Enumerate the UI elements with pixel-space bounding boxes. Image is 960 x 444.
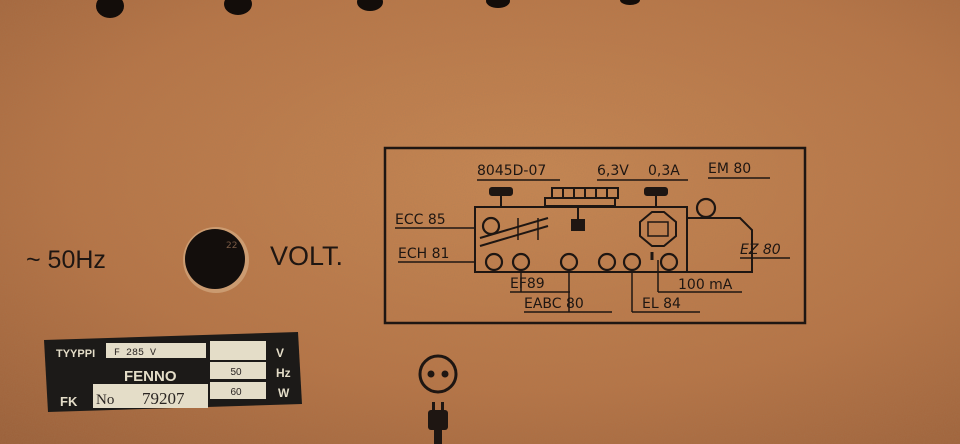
label-ech81: ECH 81 [398,246,449,262]
frequency-label: ~ 50Hz [26,246,106,274]
power-cell [210,382,266,399]
frequency-value: 50 [230,367,242,378]
type-label: TYYPPI [56,348,95,360]
label-ez80: EZ 80 [740,242,781,258]
label-el84: EL 84 [642,296,681,312]
type-cell [106,343,206,358]
rating-plate: TYYPPI F 285 V FENNO FK No 79207 50 60 V… [44,332,302,412]
brand-label: FENNO [124,368,177,385]
power-socket-icon [418,354,458,394]
number-label: No [96,392,114,408]
selector-number: 22 [226,241,237,251]
label-ecc85: ECC 85 [395,212,446,228]
label-ef89: EF89 [510,276,545,292]
power-unit: W [278,386,290,400]
serial-prefix: FK [60,394,78,409]
frequency-cell [210,362,266,379]
frequency-unit: Hz [276,366,291,380]
label-100ma: 100 mA [678,277,733,293]
voltage-cell [210,341,266,360]
power-value: 60 [230,387,242,398]
tube-layout-diagram: 8045D-07 6,3V 0,3A EM 80 ECC 85 ECH 81 [383,146,807,325]
label-8045d: 8045D-07 [477,163,546,179]
voltage-selector-hole[interactable]: 22 [183,227,249,293]
label-eabc80: EABC 80 [524,296,584,312]
power-plug-icon [428,402,448,444]
type-value: F 285 V [114,348,156,359]
voltage-label: VOLT. [270,241,343,271]
label-voltage: 6,3V [597,163,629,179]
label-em80: EM 80 [708,161,751,177]
serial-cell [93,384,208,408]
ventilation-holes [96,0,640,18]
voltage-unit: V [276,346,284,360]
label-current: 0,3A [648,163,680,179]
serial-number: 79207 [142,389,185,408]
diagram-frame [383,146,807,325]
